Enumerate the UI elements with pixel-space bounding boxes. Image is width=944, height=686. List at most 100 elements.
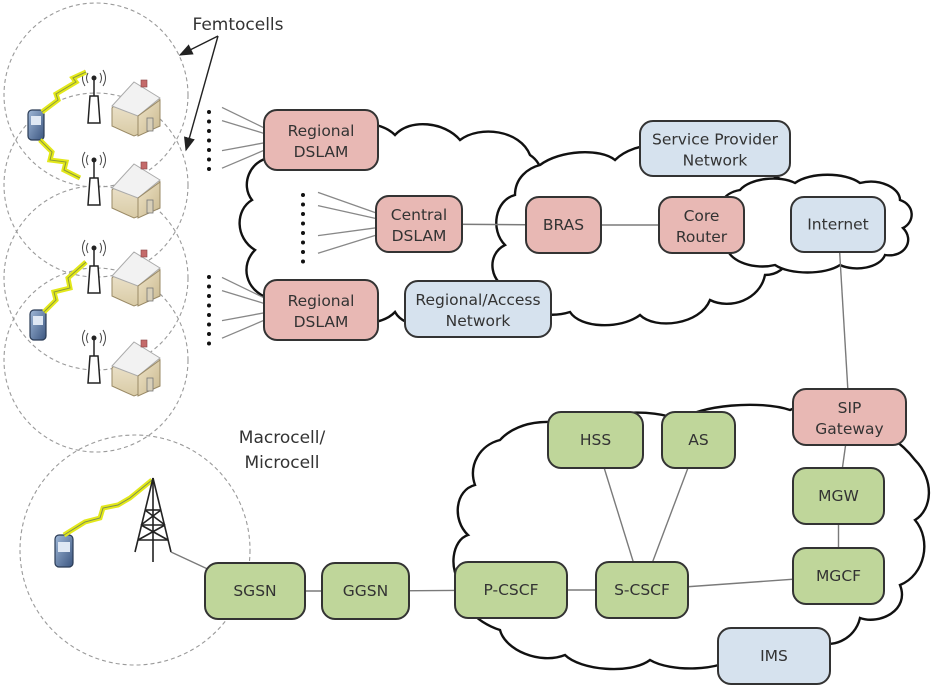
femtocell-range-1	[3, 2, 189, 188]
ellipsis-dot	[207, 313, 211, 317]
subscriber-line	[221, 276, 266, 299]
node-label: SIP	[838, 399, 862, 417]
subscriber-line	[221, 142, 266, 152]
node-s-cscf[interactable]: S-CSCF	[595, 561, 689, 619]
node-sgsn[interactable]: SGSN	[204, 562, 306, 620]
subscriber-line	[317, 204, 378, 220]
node-label: MGCF	[816, 567, 861, 585]
node-label: HSS	[580, 431, 611, 449]
ellipsis-dot	[207, 294, 211, 298]
femtocell-range-3	[3, 185, 189, 371]
macrocell-range	[19, 434, 251, 666]
subscriber-line	[317, 191, 378, 214]
ellipsis-dot	[301, 231, 305, 235]
subscriber-line	[221, 106, 266, 129]
subscriber-line	[221, 312, 266, 322]
node-label: Internet	[807, 216, 869, 234]
house-icon	[111, 249, 161, 307]
phone-femto-1	[27, 69, 88, 181]
node-label: Network	[683, 152, 748, 170]
ellipsis-dot	[207, 341, 211, 346]
femtocell-1	[82, 69, 161, 137]
node-internet[interactable]: Internet	[790, 196, 886, 253]
node-box	[792, 547, 885, 605]
femtocell-range-2	[3, 92, 189, 278]
subscriber-line	[317, 227, 378, 237]
ellipsis-dot	[207, 129, 211, 133]
ellipsis-dot	[207, 303, 211, 308]
node-box	[792, 467, 885, 525]
node-label: IMS	[760, 647, 788, 665]
femtocell-arrow-1	[178, 35, 219, 56]
ellipsis-dot	[207, 110, 211, 114]
node-box	[321, 562, 410, 620]
node-box	[658, 196, 745, 254]
node-label: Regional	[288, 122, 355, 140]
node-label: Regional	[288, 292, 355, 310]
phone-screen	[31, 116, 41, 125]
node-p-cscf[interactable]: P-CSCF	[454, 561, 568, 619]
femtocell-circles	[3, 2, 251, 666]
node-ims[interactable]: IMS	[717, 627, 831, 685]
ellipsis-dot	[301, 250, 305, 254]
node-box	[404, 280, 552, 338]
node-mgw[interactable]: MGW	[792, 467, 885, 525]
node-ggsn[interactable]: GGSN	[321, 562, 410, 620]
femtocell-2	[82, 151, 161, 219]
ellipsis-dot	[207, 157, 211, 162]
node-label: Gateway	[815, 420, 883, 438]
femtocell-arrow-2	[184, 35, 219, 152]
node-label: Core	[684, 207, 720, 225]
node-box	[595, 561, 689, 619]
ellipsis-dot	[301, 193, 305, 197]
node-hss[interactable]: HSS	[547, 411, 644, 469]
node-box	[454, 561, 568, 619]
subscriber-line	[317, 234, 378, 254]
node-box	[792, 388, 907, 446]
macrocell-equipment	[54, 477, 172, 568]
nodes: RegionalDSLAMCentralDSLAMRegionalDSLAMRe…	[204, 109, 907, 685]
ellipsis-dot	[207, 167, 211, 171]
ellipsis-dot	[207, 119, 211, 124]
node-label: Regional/Access	[415, 291, 540, 309]
ellipsis-dot	[207, 332, 211, 336]
wireless-link-icon	[40, 69, 88, 114]
ellipsis-dot	[207, 322, 211, 327]
node-sip-gateway[interactable]: SIP Gateway	[792, 388, 907, 446]
house-icon	[111, 79, 161, 137]
node-label: Network	[446, 312, 511, 330]
node-box	[547, 411, 644, 469]
node-label: AS	[688, 431, 708, 449]
ellipsis-dot	[207, 138, 211, 143]
node-as[interactable]: AS	[661, 411, 736, 469]
subscriber-line	[221, 119, 266, 135]
femtocells-label: Femtocells	[192, 15, 283, 35]
node-bras[interactable]: BRAS	[525, 196, 602, 254]
node-label: Router	[676, 228, 728, 246]
ellipsis-dot	[301, 259, 305, 264]
node-mgcf[interactable]: MGCF	[792, 547, 885, 605]
node-label: S-CSCF	[614, 581, 670, 599]
subscriber-line	[221, 149, 266, 169]
node-label: DSLAM	[392, 227, 447, 245]
node-box	[790, 196, 886, 253]
node-box	[375, 195, 463, 253]
node-box	[661, 411, 736, 469]
femto-access-point-icon	[82, 69, 106, 124]
phone-femto-3	[29, 260, 88, 341]
femto-access-point-icon	[82, 329, 106, 384]
subscriber-line	[221, 289, 266, 305]
node-label: DSLAM	[294, 313, 349, 331]
subscriber-lines	[207, 106, 378, 346]
node-box	[717, 627, 831, 685]
ellipsis-dot	[207, 148, 211, 152]
ellipsis-dot	[207, 275, 211, 279]
